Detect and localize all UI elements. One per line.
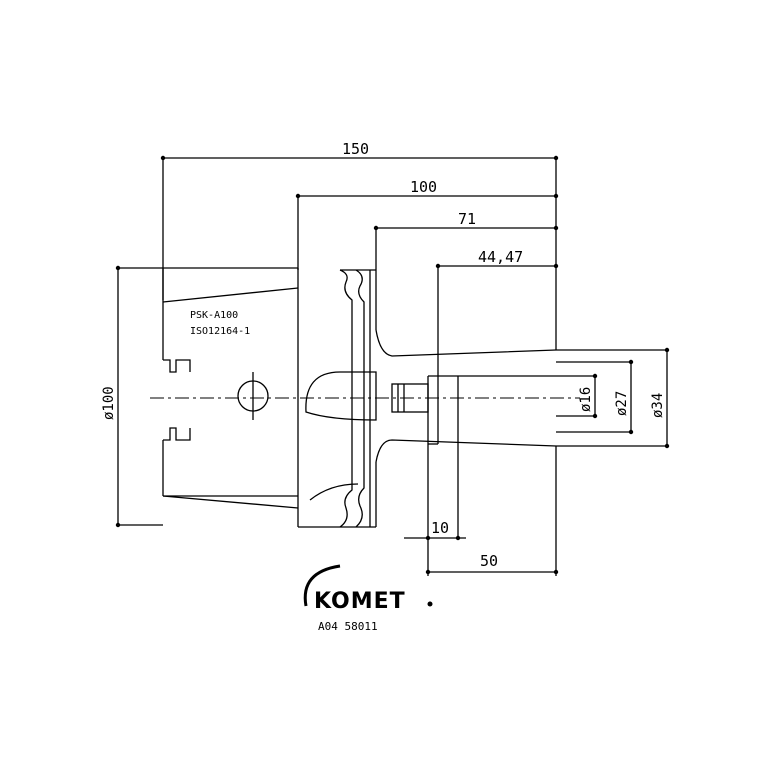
dim-label-50: 50 [480, 552, 498, 570]
standard-label-line2: ISO12164-1 [190, 326, 250, 337]
dim-label-150: 150 [342, 140, 369, 158]
dimension-terminators [115, 155, 670, 575]
dim-label-71: 71 [458, 210, 476, 228]
dim-label-d34: ø34 [650, 393, 666, 418]
part-number: A04 58011 [318, 620, 378, 633]
dim-label-d27: ø27 [614, 391, 630, 416]
dim-label-100: 100 [410, 178, 437, 196]
dim-label-10: 10 [431, 519, 449, 537]
dim-label-d16: ø16 [578, 387, 594, 412]
dim-label-d100: ø100 [101, 386, 117, 420]
brand-logo: KOMET [303, 564, 433, 614]
standard-label-line1: PSK-A100 [190, 310, 238, 321]
dim-label-4447: 44,47 [478, 248, 523, 266]
brand-name: KOMET [314, 589, 406, 614]
